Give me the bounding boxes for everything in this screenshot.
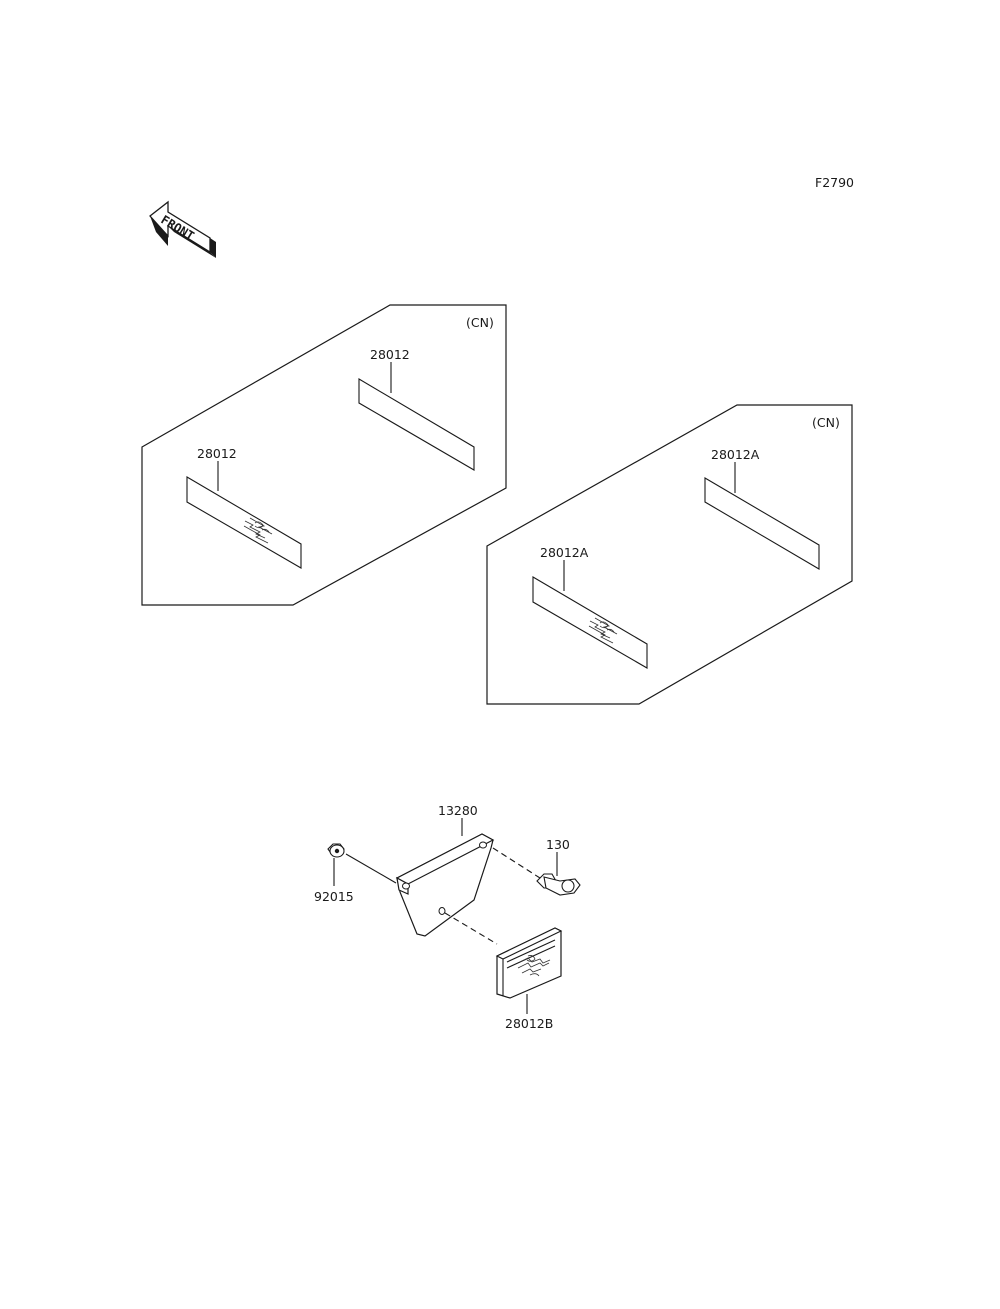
bracket-assembly: 13280 92015 130	[314, 803, 581, 1031]
brand-logo-icon	[517, 955, 551, 977]
panel-cn-1: (CN) 28012 28012	[141, 304, 507, 606]
part-label-28012A-lower[interactable]: 28012A	[540, 545, 589, 560]
part-label-28012B[interactable]: 28012B	[505, 1016, 553, 1031]
part-label-28012-lower[interactable]: 28012	[197, 446, 237, 461]
bolt-130-icon	[536, 873, 581, 896]
brand-logo-icon	[588, 617, 618, 644]
brand-logo-icon	[243, 517, 273, 544]
decal-28012A-lower	[532, 576, 648, 669]
part-label-13280[interactable]: 13280	[438, 803, 478, 818]
region-tag-1: (CN)	[466, 315, 494, 330]
part-label-92015[interactable]: 92015	[314, 889, 354, 904]
figure-code: F2790	[815, 175, 854, 190]
bracket-13280	[395, 833, 495, 937]
front-arrow-icon: FRONT	[149, 200, 216, 258]
part-label-28012-upper[interactable]: 28012	[370, 347, 410, 362]
part-label-28012A-upper[interactable]: 28012A	[711, 447, 760, 462]
nut-92015-icon	[327, 843, 345, 858]
decal-28012-upper	[358, 378, 475, 471]
region-tag-2: (CN)	[812, 415, 840, 430]
reflector-28012B-icon	[495, 927, 563, 999]
decal-28012A-upper	[704, 477, 820, 570]
panel-cn-2: (CN) 28012A 28012A	[486, 404, 853, 705]
part-label-130[interactable]: 130	[546, 837, 570, 852]
decal-28012-lower	[186, 476, 302, 569]
